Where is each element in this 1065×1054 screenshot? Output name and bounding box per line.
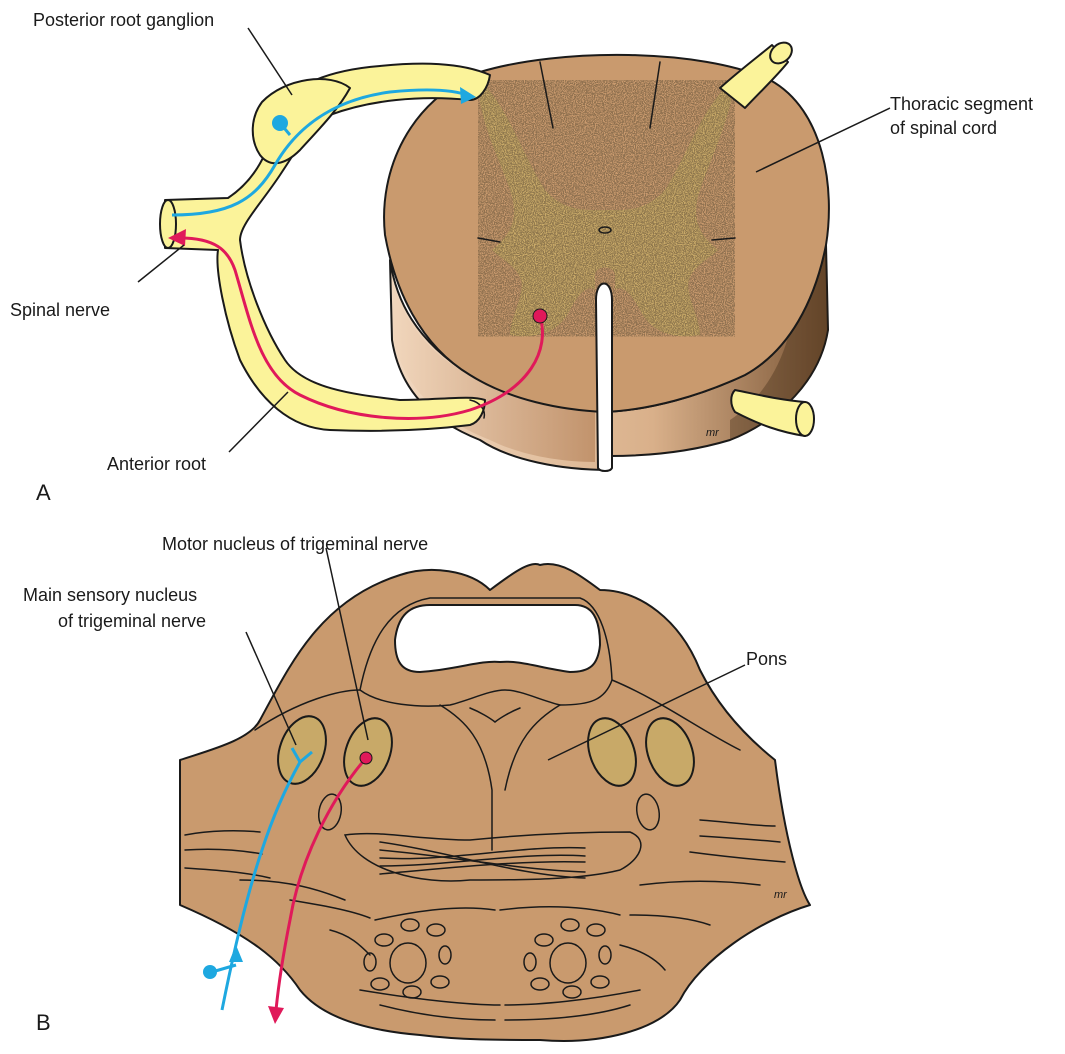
panel-letter-b: B xyxy=(36,1010,51,1035)
fourth-ventricle xyxy=(395,605,600,672)
label-anterior-root: Anterior root xyxy=(107,454,206,474)
leader-anterior-root xyxy=(229,392,288,452)
signature-a: mr xyxy=(706,427,720,439)
panel-letter-a: A xyxy=(36,480,51,505)
panel-b: Motor nucleus of trigeminal nerve Main s… xyxy=(23,534,810,1041)
leader-posterior-root-ganglion xyxy=(248,28,292,95)
label-thoracic-segment-line1: Thoracic segment xyxy=(890,94,1033,114)
anterior-fissure xyxy=(596,284,612,472)
spinal-nerve-cut-end xyxy=(160,200,176,248)
label-pons: Pons xyxy=(746,649,787,669)
sensory-cell-body-b xyxy=(203,965,217,979)
panel-a: Posterior root ganglion Spinal nerve Ant… xyxy=(10,10,1033,505)
motor-neuron-body-b xyxy=(360,752,372,764)
label-spinal-nerve: Spinal nerve xyxy=(10,300,110,320)
leader-spinal-nerve xyxy=(138,245,184,282)
right-anterior-root-end xyxy=(796,402,814,436)
motor-neuron-body-a xyxy=(533,309,547,323)
label-motor-nucleus: Motor nucleus of trigeminal nerve xyxy=(162,534,428,554)
motor-arrowhead-b xyxy=(268,1006,284,1024)
label-thoracic-segment-line2: of spinal cord xyxy=(890,118,997,138)
label-posterior-root-ganglion: Posterior root ganglion xyxy=(33,10,214,30)
sensory-arrowhead-b xyxy=(229,945,243,962)
label-main-sensory-line1: Main sensory nucleus xyxy=(23,585,197,605)
posterior-root-ganglion-shape xyxy=(253,79,350,163)
label-main-sensory-line2: of trigeminal nerve xyxy=(58,611,206,631)
signature-b: mr xyxy=(774,889,788,901)
